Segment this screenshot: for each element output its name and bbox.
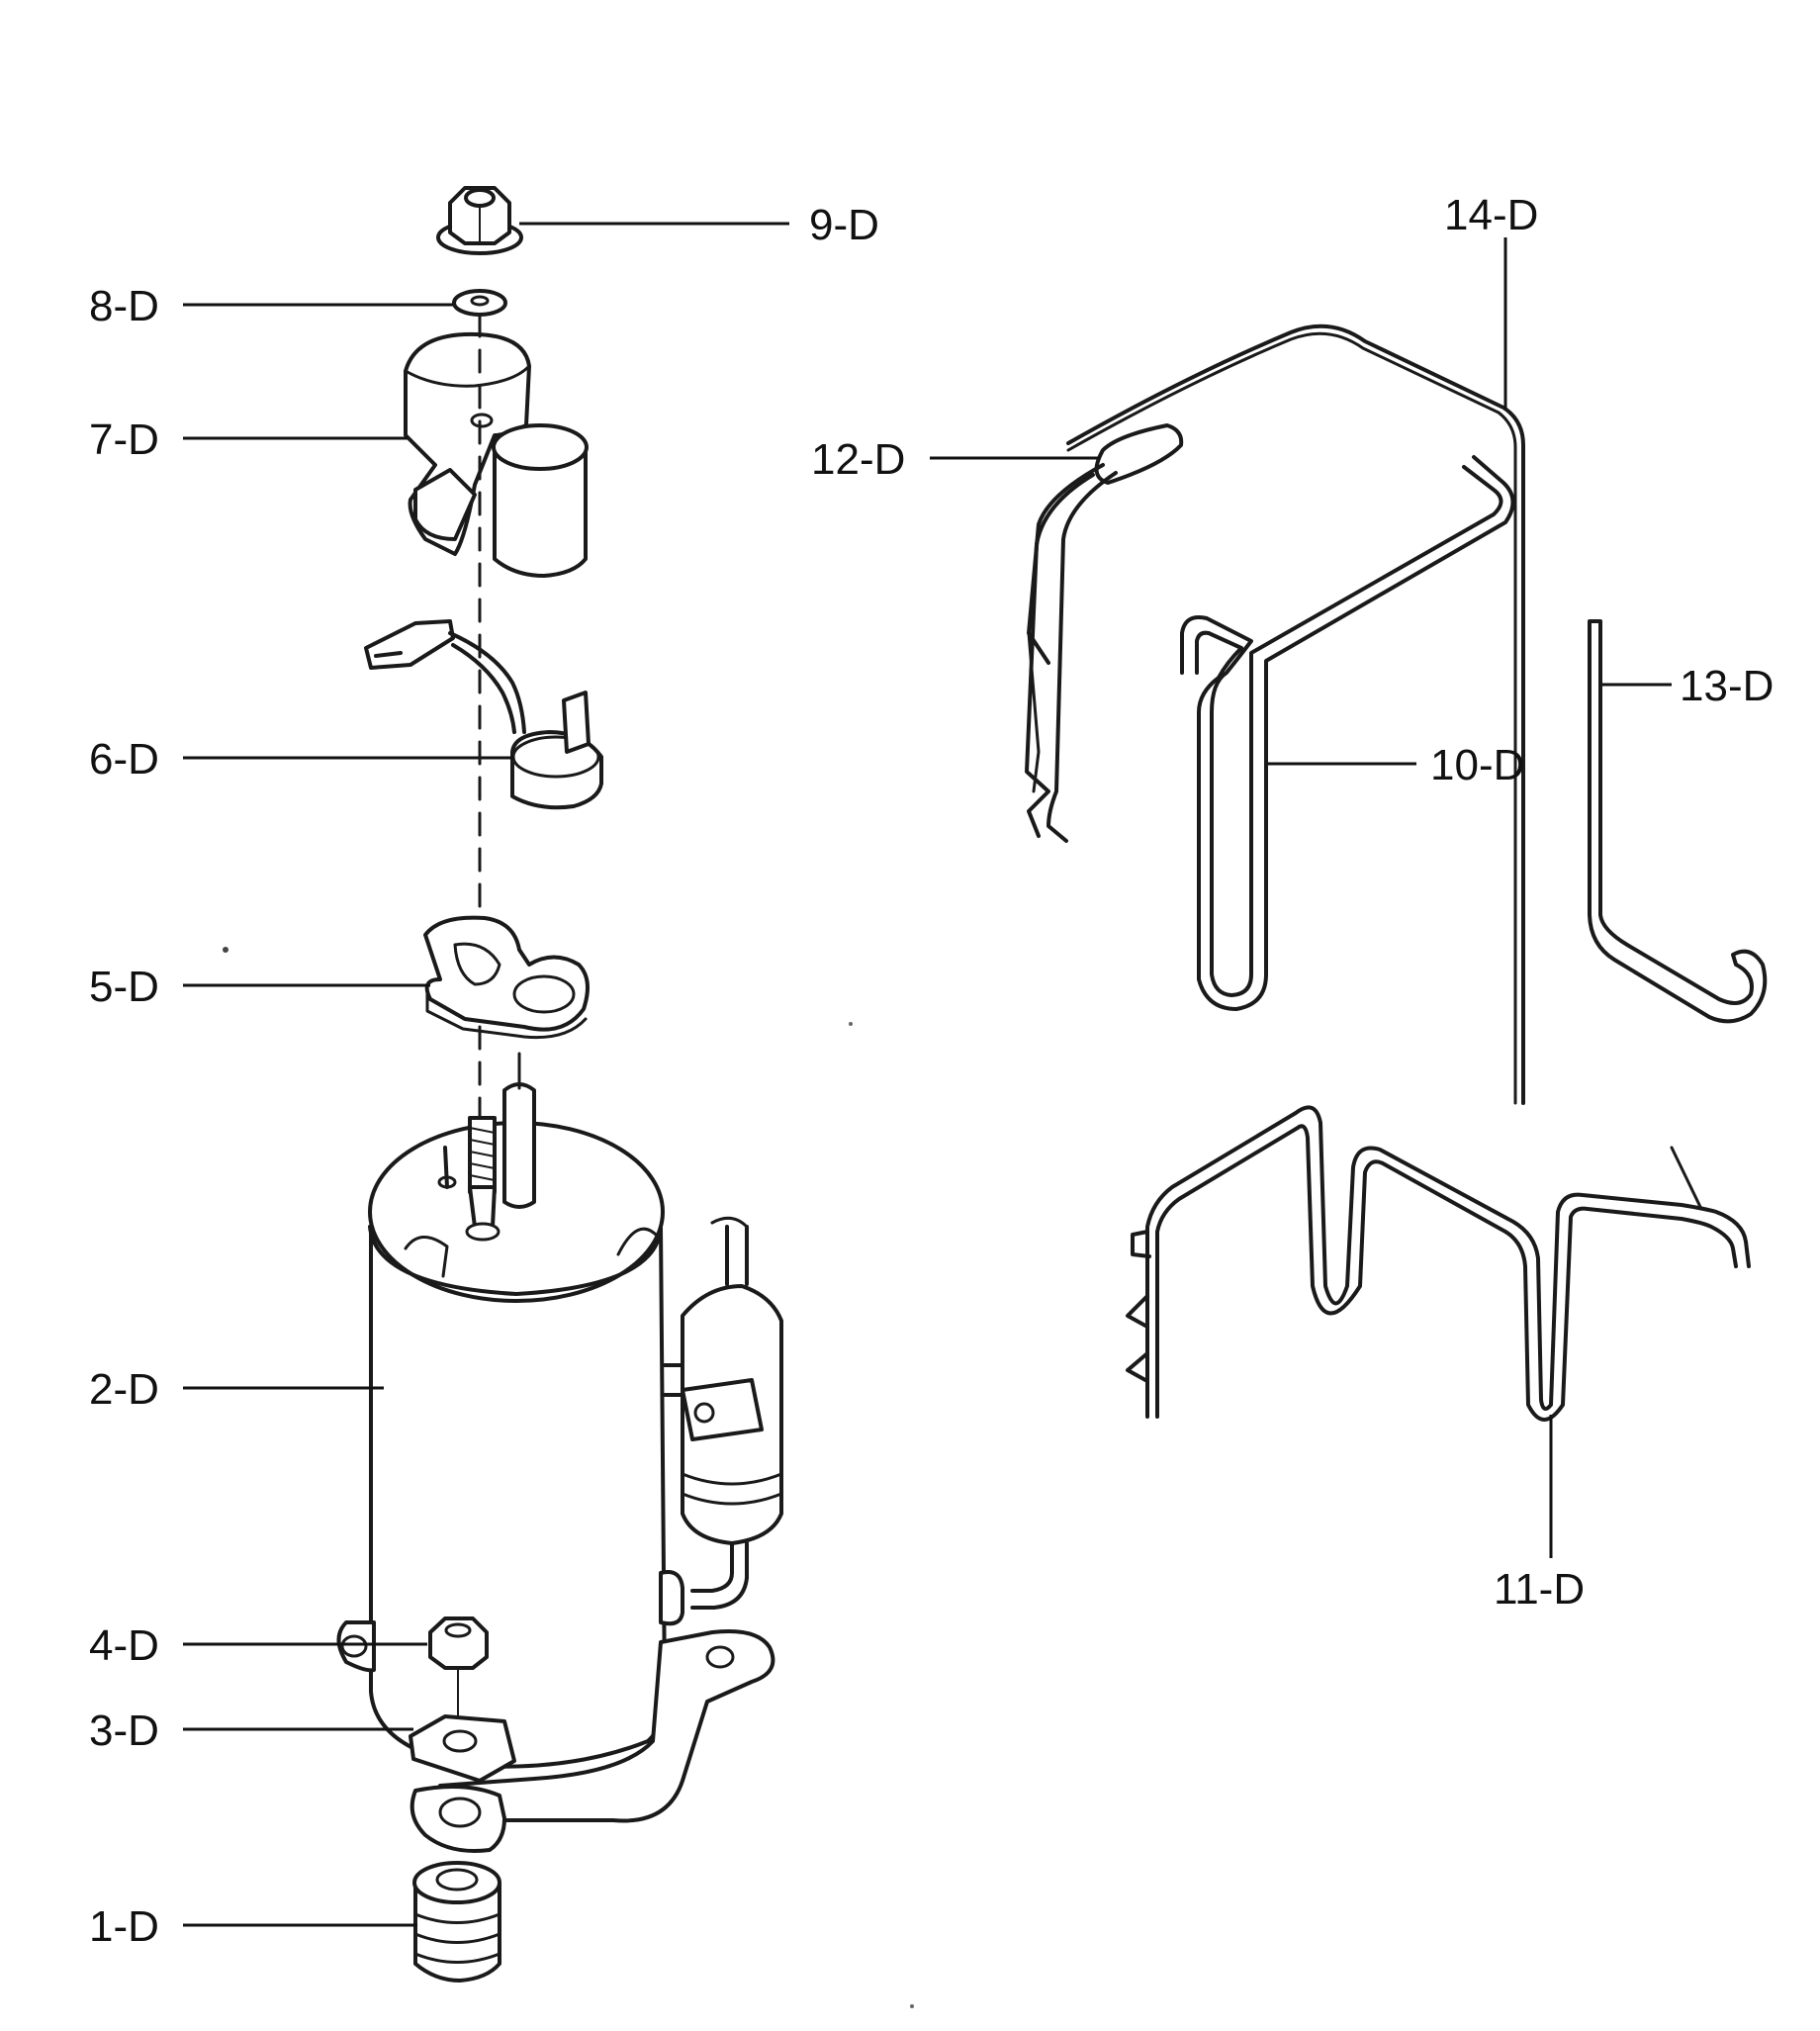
callout-9d: 9-D	[809, 201, 879, 249]
callout-5d: 5-D	[89, 963, 159, 1011]
part-7-terminal-cover	[404, 331, 589, 578]
callout-1d: 1-D	[89, 1902, 159, 1951]
part-3-plate	[409, 1714, 516, 1783]
part-5-gasket	[423, 915, 590, 1040]
callout-6d: 6-D	[89, 735, 159, 784]
speck	[910, 2004, 914, 2008]
part-6-overload-protector	[364, 619, 603, 810]
callout-3d: 3-D	[89, 1707, 159, 1755]
speck	[223, 947, 228, 953]
part-11-pipe	[1126, 1105, 1751, 1422]
callout-7d: 7-D	[89, 415, 159, 464]
callout-11d: 11-D	[1494, 1565, 1586, 1614]
callout-12d: 12-D	[811, 435, 906, 484]
callout-10d: 10-D	[1430, 741, 1525, 789]
callout-2d: 2-D	[89, 1365, 159, 1414]
part-10-pipe	[1180, 455, 1515, 1011]
callout-13d: 13-D	[1680, 662, 1774, 710]
part-14-capillary	[1066, 323, 1525, 1105]
callout-14d: 14-D	[1444, 191, 1539, 239]
speck	[849, 1022, 853, 1026]
part-4-nut	[428, 1616, 489, 1722]
part-13-pipe	[1588, 619, 1768, 1024]
callout-4d: 4-D	[89, 1621, 159, 1670]
part-9-nut	[436, 186, 523, 255]
part-2-compressor	[336, 1052, 783, 1828]
part-1-grommet	[412, 1861, 501, 1983]
part-8-washer	[452, 289, 507, 317]
callout-8d: 8-D	[89, 282, 159, 330]
part-12-strainer	[1025, 423, 1184, 843]
base-foot	[410, 1785, 506, 1853]
